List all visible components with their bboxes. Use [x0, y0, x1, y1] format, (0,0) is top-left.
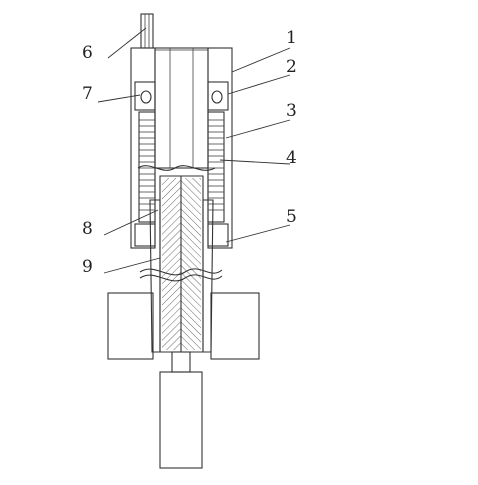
- part-label-1: 1: [286, 28, 297, 48]
- spring-coils: [138, 111, 225, 223]
- part-label-6: 6: [82, 43, 93, 63]
- break-lines: [137, 165, 223, 282]
- part-label-2: 2: [286, 57, 297, 77]
- part-label-8: 8: [82, 219, 93, 239]
- lower-seals: [134, 223, 229, 247]
- part-label-5: 5: [286, 207, 297, 227]
- upper-seals: [134, 81, 229, 111]
- base-block: [107, 292, 260, 360]
- leader-lines: [97, 27, 291, 274]
- part-label-3: 3: [286, 101, 297, 121]
- part-label-4: 4: [286, 148, 297, 168]
- central-shaft: [154, 47, 209, 169]
- inner-rod: [149, 175, 214, 353]
- bottom-shaft: [159, 351, 203, 469]
- part-label-7: 7: [82, 84, 93, 104]
- part-label-9: 9: [82, 257, 93, 277]
